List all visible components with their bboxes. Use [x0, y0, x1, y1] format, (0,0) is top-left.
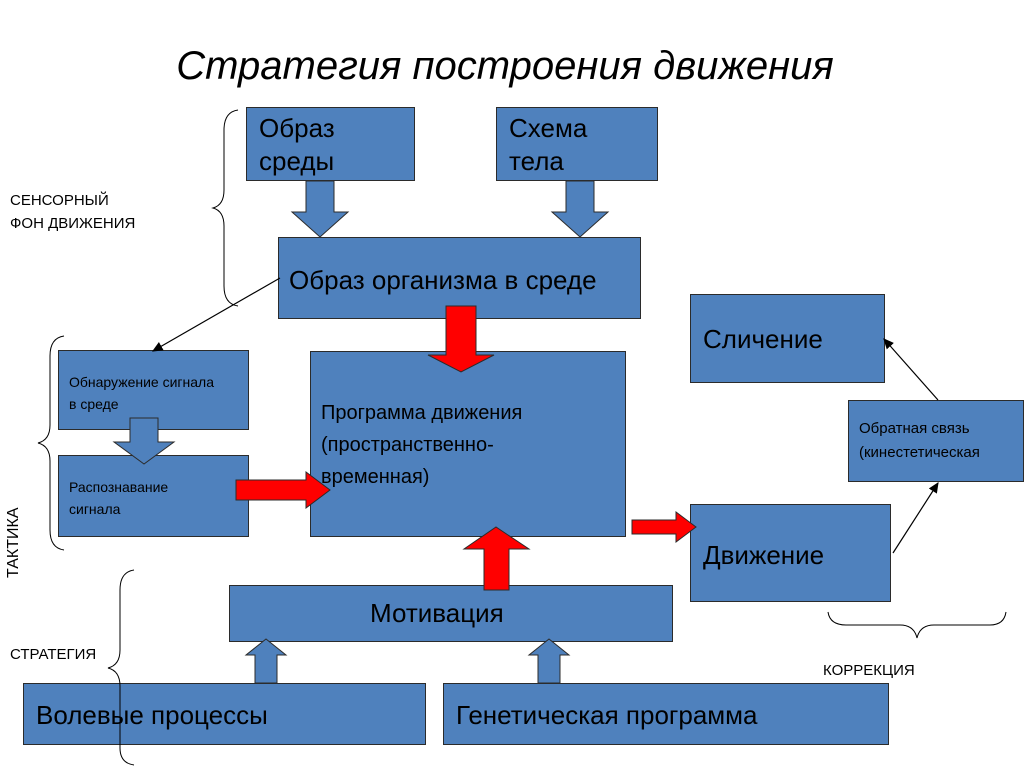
box-motivation-text: Мотивация: [370, 598, 504, 628]
box-movement-program: Программа движения (пространственно- вре…: [310, 351, 626, 537]
box-signal-recognition: Распознавание сигнала: [58, 455, 249, 537]
hollow-arrow-env-to-organism: [290, 180, 350, 238]
box-signal-recognition-text: Распознавание сигнала: [69, 479, 169, 518]
red-arrow-program-to-movement: [631, 511, 697, 543]
hollow-arrow-detection-to-recognition: [112, 417, 176, 465]
box-body-schema: Схема тела: [496, 107, 658, 181]
box-body-schema-text: Схема тела: [509, 113, 588, 176]
box-organism-image: Образ организма в среде: [278, 237, 641, 319]
hollow-arrow-genetic-to-motivation: [527, 638, 571, 684]
box-motivation: Мотивация: [229, 585, 673, 642]
red-arrow-motivation-to-program: [462, 526, 531, 591]
label-correction: КОРРЕКЦИЯ: [823, 662, 915, 679]
label-strategy: СТРАТЕГИЯ: [10, 646, 97, 663]
red-arrow-recognition-to-program: [235, 471, 331, 509]
box-comparison-text: Сличение: [703, 324, 823, 354]
hollow-arrow-body-to-organism: [550, 180, 610, 238]
box-env-image: Образ среды: [246, 107, 415, 181]
box-feedback-text: Обратная связь (кинестетическая: [859, 420, 980, 461]
box-movement-program-text: Программа движения (пространственно- вре…: [321, 402, 523, 488]
thin-arrow-organism-to-detection: [151, 277, 281, 352]
box-organism-image-text: Образ организма в среде: [289, 265, 597, 295]
box-volitional-text: Волевые процессы: [36, 700, 268, 730]
box-genetic-text: Генетическая программа: [456, 700, 758, 730]
box-comparison: Сличение: [690, 294, 885, 383]
box-movement: Движение: [690, 504, 891, 602]
thin-arrow-movement-to-feedback: [892, 481, 939, 554]
brace-sensory: [211, 109, 239, 307]
box-movement-text: Движение: [703, 540, 825, 570]
brace-strategy: [107, 569, 135, 766]
brace-tactics: [37, 335, 65, 551]
hollow-arrow-volitional-to-motivation: [244, 638, 288, 684]
box-feedback: Обратная связь (кинестетическая: [848, 400, 1024, 482]
brace-correction: [827, 611, 1007, 639]
thin-arrow-feedback-to-comparison: [883, 338, 939, 401]
box-signal-detection-text: Обнаружение сигнала в среде: [69, 374, 214, 413]
box-signal-detection: Обнаружение сигнала в среде: [58, 350, 249, 430]
diagram-title: Стратегия построения движения: [176, 44, 834, 88]
red-arrow-organism-to-program: [427, 305, 495, 373]
box-volitional: Волевые процессы: [23, 683, 426, 745]
box-env-image-text: Образ среды: [259, 113, 335, 176]
label-sensory-background: СЕНСОРНЫЙ ФОН ДВИЖЕНИЯ: [10, 192, 136, 232]
box-genetic: Генетическая программа: [443, 683, 889, 745]
